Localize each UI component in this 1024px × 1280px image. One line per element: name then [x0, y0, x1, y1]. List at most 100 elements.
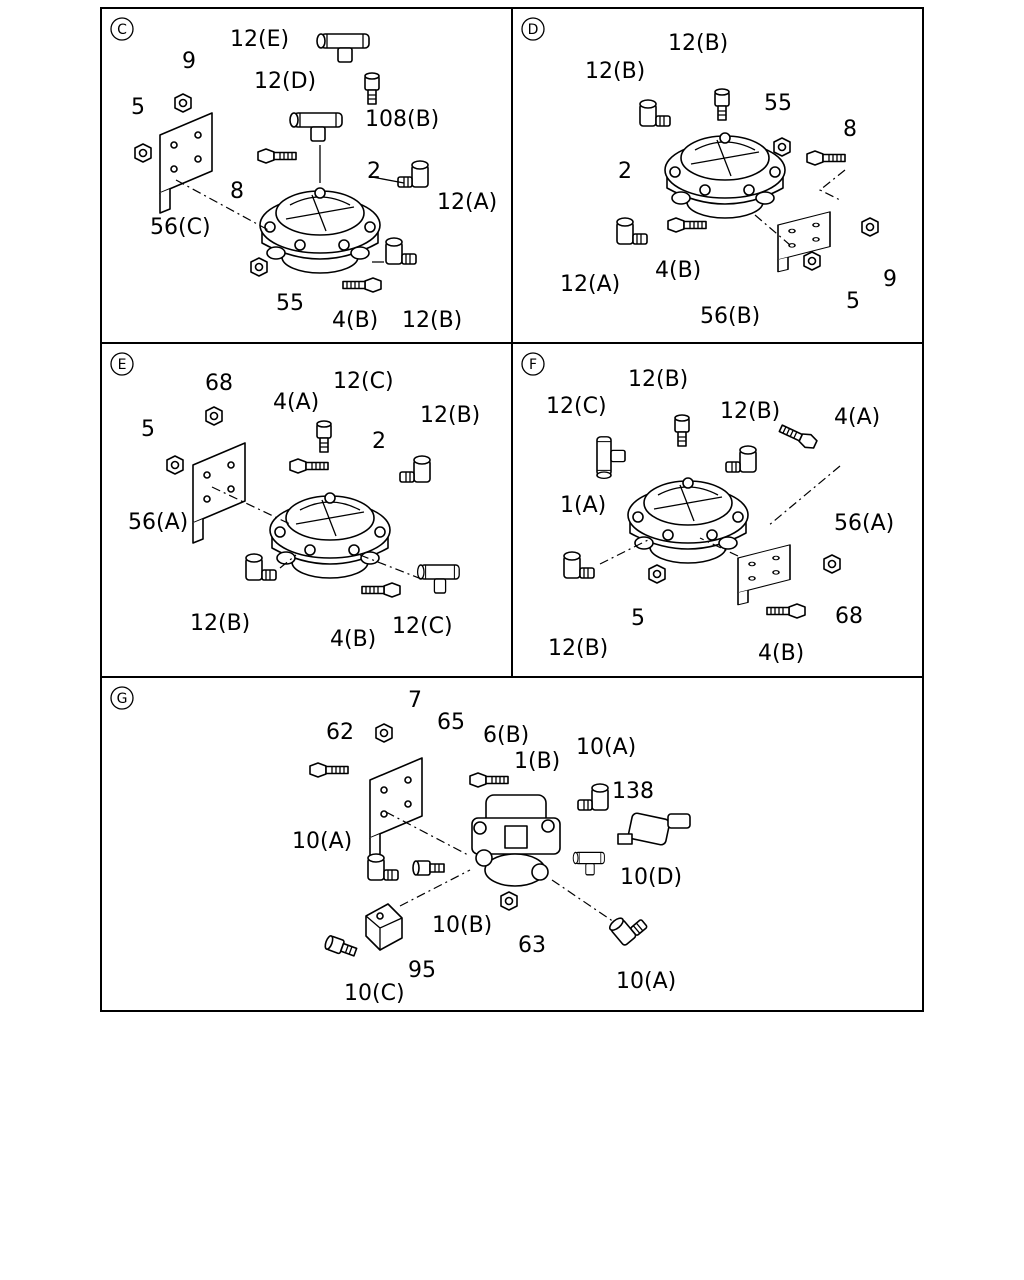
connector-10b [412, 860, 445, 876]
bracket-56a [737, 543, 791, 606]
label-e-6: 56(A) [128, 510, 188, 535]
label-f-0: 12(B) [628, 367, 688, 392]
bracket-56c [159, 112, 213, 214]
label-g-10: 63 [518, 933, 546, 958]
label-c-4: 5 [131, 95, 145, 120]
block-95 [365, 903, 403, 951]
bolt-4b [361, 582, 401, 598]
tee-10d [572, 851, 606, 876]
label-c-3: 108(B) [365, 107, 439, 132]
bolt-4b [766, 603, 806, 619]
label-c-10: 4(B) [332, 308, 378, 333]
label-g-11: 95 [408, 958, 436, 983]
label-d-9: 56(B) [700, 304, 760, 329]
bolt-8 [806, 150, 846, 166]
panel-d-marker: D [528, 22, 539, 38]
panel-g-frame [100, 676, 924, 1012]
elbow-10a-bottom [606, 906, 649, 948]
bracket-56a [192, 442, 246, 544]
nut-63 [500, 891, 518, 911]
label-e-7: 12(B) [190, 611, 250, 636]
bolt-8 [257, 148, 297, 164]
label-e-1: 5 [141, 417, 155, 442]
nut-5 [134, 143, 152, 163]
nut-9 [861, 217, 879, 237]
label-c-0: 12(E) [230, 27, 289, 52]
tee-12d [289, 112, 343, 142]
label-c-2: 12(D) [254, 69, 316, 94]
label-f-6: 5 [631, 606, 645, 631]
label-c-7: 56(C) [150, 215, 211, 240]
elbow-10a-left [367, 853, 399, 881]
elbow-12a [616, 217, 648, 245]
valve-2 [664, 132, 786, 219]
panel-g: G [110, 686, 691, 1006]
label-e-5: 2 [372, 429, 386, 454]
label-d-8: 5 [846, 289, 860, 314]
label-g-8: 10(D) [620, 865, 682, 890]
label-d-2: 55 [764, 91, 792, 116]
label-d-7: 9 [883, 267, 897, 292]
label-d-5: 12(A) [560, 272, 620, 297]
valve-2 [269, 492, 391, 579]
tee-12c [416, 564, 461, 594]
elbow-12b-right [725, 445, 757, 473]
label-f-3: 4(A) [834, 405, 880, 430]
label-g-13: 10(A) [616, 969, 676, 994]
label-c-6: 2 [367, 159, 381, 184]
label-g-1: 65 [437, 710, 465, 735]
label-e-2: 4(A) [273, 390, 319, 415]
elbow-12b [385, 237, 417, 265]
label-g-5: 10(A) [576, 735, 636, 760]
elbow-12b-right [399, 455, 431, 483]
elbow-12b-left [245, 553, 277, 581]
bolt-6b [469, 772, 509, 788]
label-g-3: 6(B) [483, 723, 529, 748]
connector-12b-top [714, 88, 730, 121]
panel-f-marker: F [529, 357, 537, 373]
tee-12c [596, 435, 626, 480]
label-d-1: 12(B) [585, 59, 645, 84]
label-c-1: 9 [182, 49, 196, 74]
valve-2 [259, 187, 381, 274]
bolt-4b [342, 277, 382, 293]
bolt-4b [667, 217, 707, 233]
panel-g-marker: G [117, 691, 128, 707]
nut-5 [166, 455, 184, 475]
label-f-8: 12(B) [548, 636, 608, 661]
label-f-9: 4(B) [758, 641, 804, 666]
label-g-7: 10(A) [292, 829, 352, 854]
label-f-5: 56(A) [834, 511, 894, 536]
label-d-3: 8 [843, 117, 857, 142]
label-g-12: 10(C) [344, 981, 405, 1006]
label-e-4: 12(B) [420, 403, 480, 428]
label-d-0: 12(B) [668, 31, 728, 56]
nut-68 [205, 406, 223, 426]
connector-12c-top [316, 420, 332, 453]
sensor-138 [617, 812, 691, 846]
label-g-2: 62 [326, 720, 354, 745]
nut-5 [648, 564, 666, 584]
panel-f: F 12(B) 12(C) 12(B) 4(A) 1(A) 56(A) 5 68… [521, 352, 894, 666]
label-f-4: 1(A) [560, 493, 606, 518]
nut-9 [174, 93, 192, 113]
panel-c: C 12(E) 9 12(D) 108(B) 5 8 2 56(C) 12(A)… [110, 17, 497, 333]
nut-5 [803, 251, 821, 271]
label-e-3: 12(C) [333, 369, 394, 394]
plug-55 [773, 137, 791, 157]
label-d-4: 2 [618, 159, 632, 184]
connector-10c [322, 934, 359, 960]
label-e-9: 12(C) [392, 614, 453, 639]
elbow-12b-left [639, 99, 671, 127]
panel-c-marker: C [117, 22, 127, 38]
label-d-6: 4(B) [655, 258, 701, 283]
label-c-9: 55 [276, 291, 304, 316]
bracket-65 [369, 757, 423, 859]
label-g-6: 138 [612, 779, 654, 804]
label-c-11: 12(B) [402, 308, 462, 333]
label-g-9: 10(B) [432, 913, 492, 938]
bolt-4a [777, 421, 820, 452]
valve-1a [627, 477, 749, 564]
bolt-62 [309, 762, 349, 778]
panel-e-marker: E [118, 357, 127, 373]
